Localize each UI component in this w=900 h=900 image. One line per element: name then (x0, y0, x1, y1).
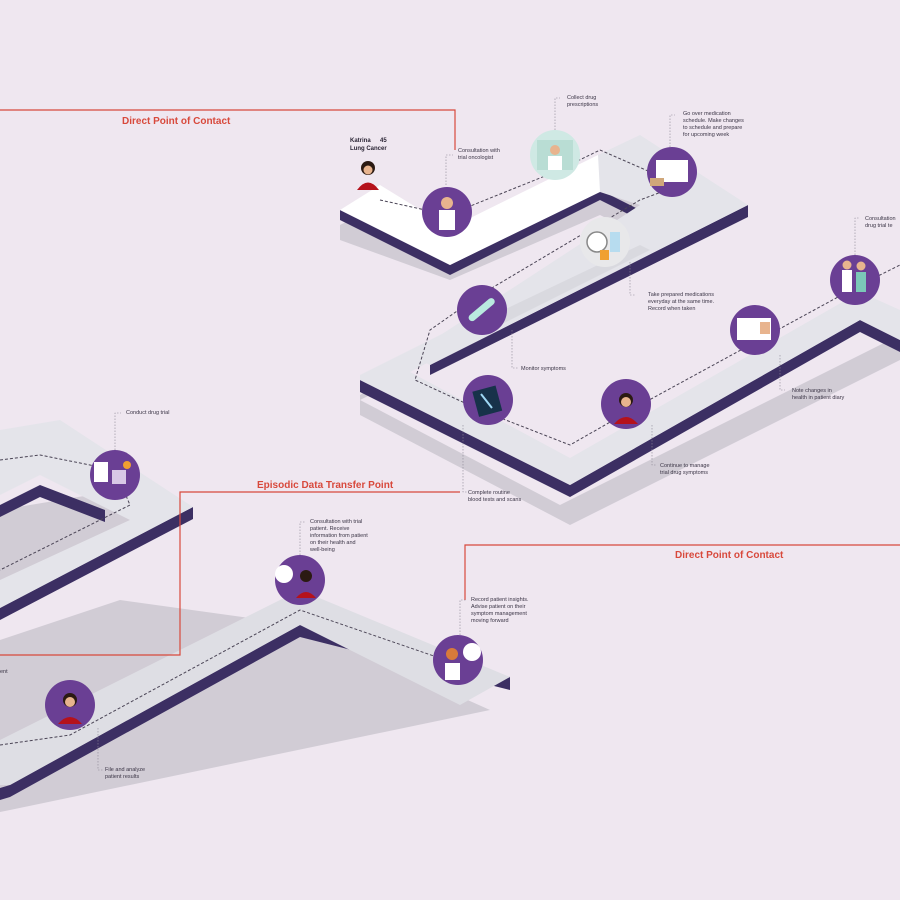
thermometer-icon (457, 285, 507, 335)
trial-team-icon (830, 255, 880, 305)
patient-condition: Lung Cancer (350, 146, 387, 152)
patient-age: 45 (380, 138, 387, 144)
connector-bottom-contact (464, 544, 900, 600)
doctor-insights-icon (433, 635, 483, 685)
step-file-results: File and analyze patient results (105, 767, 146, 780)
header-direct-contact-bottom: Direct Point of Contact (675, 550, 784, 561)
path-side (360, 320, 900, 497)
header-direct-contact-top: Direct Point of Contact (122, 116, 231, 127)
leader-lines (97, 97, 860, 771)
step-medication-schedule: Go over medication schedule. Make change… (683, 111, 744, 138)
patient-consult-icon (275, 555, 325, 605)
contact-connectors (0, 109, 900, 656)
patient-diary-icon (730, 305, 780, 355)
step-record-insights: Record patient insights. Advise patient … (471, 597, 529, 624)
step-consult-trial-team: Consultation drug trial te (865, 216, 896, 229)
patient-path (340, 135, 900, 525)
connector-data-transfer (0, 491, 460, 656)
path-side (0, 485, 105, 522)
patient-results-icon (45, 680, 95, 730)
path-surface (0, 420, 193, 608)
path-surface (0, 590, 510, 785)
step-blood-tests: Complete routine blood tests and scans (468, 490, 522, 503)
path-surface (360, 292, 900, 485)
path-side (0, 625, 510, 800)
step-manage-symptoms: Continue to manage trial drug symptoms (660, 463, 710, 476)
patient-figure (357, 161, 379, 190)
step-note-changes: Note changes in health in patient diary (792, 388, 845, 401)
clinic-path (0, 420, 510, 812)
path-side (430, 205, 748, 375)
patient-symptoms-icon (601, 379, 651, 429)
medication-schedule-icon (647, 147, 697, 197)
drug-trial-lab-icon (90, 450, 140, 500)
oncologist-consult-icon (422, 187, 472, 237)
step-consult-oncologist: Consultation with trial oncologist (458, 148, 500, 161)
route-dashes (379, 149, 900, 446)
step-conduct-trial: Conduct drug trial (126, 410, 170, 416)
path-surface (340, 155, 640, 265)
header-episodic-data-transfer: Episodic Data Transfer Point (257, 480, 394, 491)
path-side (340, 190, 640, 275)
path-side (0, 507, 193, 620)
medications-clock-icon (580, 217, 630, 267)
step-collect-prescriptions: Collect drug prescriptions (567, 95, 599, 108)
pharmacy-icon (530, 130, 580, 180)
connector-top-contact (0, 109, 456, 150)
step-monitor-symptoms: Monitor symptoms (521, 366, 566, 372)
step-partial-left: ent (0, 669, 8, 675)
patient-name: Katrina (350, 138, 371, 144)
step-consult-patient: Consultation with trial patient. Receive… (310, 519, 368, 553)
xray-scan-icon (463, 375, 513, 425)
step-take-medications: Take prepared medications everyday at th… (648, 292, 715, 312)
